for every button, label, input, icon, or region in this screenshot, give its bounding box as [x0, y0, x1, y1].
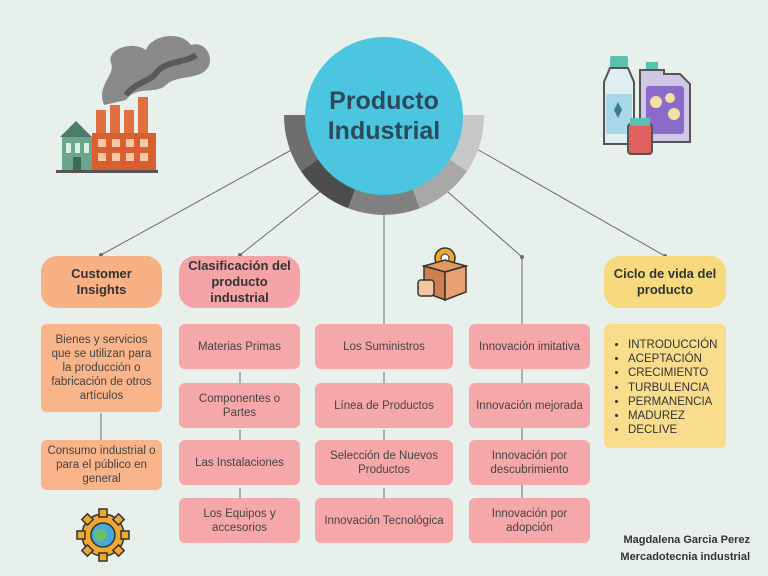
stage-item: PERMANENCIA: [628, 395, 720, 409]
header-clasificacion: Clasificación del producto industrial: [179, 256, 300, 308]
title-line2: Industrial: [327, 117, 441, 145]
stage-item: MADUREZ: [628, 409, 720, 423]
box-clasificacion-4: Los Equipos y accesorios: [179, 498, 300, 543]
gear-globe-icon: [76, 508, 130, 562]
author-name: Magdalena Garcia Perez: [623, 534, 750, 546]
stage-item: ACEPTACIÓN: [628, 352, 720, 366]
chemical-bottles-icon: [603, 56, 691, 155]
box-suministros-3: Selección de Nuevos Productos: [315, 440, 453, 485]
factory-icon: [56, 35, 211, 173]
box-innovacion-2: Innovación mejorada: [469, 383, 590, 428]
stage-item: CRECIMIENTO: [628, 366, 720, 380]
box-clasificacion-1: Materias Primas: [179, 324, 300, 369]
connector-clasificacion: [239, 189, 323, 256]
box-suministros-1: Los Suministros: [315, 324, 453, 369]
author-subject: Mercadotecnia industrial: [620, 551, 750, 563]
connector-ciclo: [474, 147, 666, 257]
box-with-gear-icon: [417, 247, 469, 302]
box-customer-1: Bienes y servicios que se utilizan para …: [41, 324, 162, 412]
box-suministros-4: Innovación Tecnológica: [315, 498, 453, 543]
stage-list: INTRODUCCIÓN ACEPTACIÓN CRECIMIENTO TURB…: [604, 324, 726, 448]
box-clasificacion-3: Las Instalaciones: [179, 440, 300, 485]
title-ring: [283, 114, 485, 215]
box-innovacion-4: Innovación por adopción: [469, 498, 590, 543]
connector-customer: [100, 147, 296, 256]
box-suministros-2: Línea de Productos: [315, 383, 453, 428]
stage-item: TURBULENCIA: [628, 381, 720, 395]
box-innovacion-1: Innovación imitativa: [469, 324, 590, 369]
stage-item: INTRODUCCIÓN: [628, 338, 720, 352]
title-circle: Producto Industrial: [305, 37, 463, 195]
header-customer-insights: Customer Insights: [41, 256, 162, 308]
box-clasificacion-2: Componentes o Partes: [179, 383, 300, 428]
stage-item: DECLIVE: [628, 423, 720, 437]
header-ciclo-de-vida: Ciclo de vida del producto: [604, 256, 726, 308]
box-customer-2: Consumo industrial o para el público en …: [41, 440, 162, 490]
title-line1: Producto: [329, 87, 439, 115]
connector-innovacion: [447, 191, 523, 258]
box-innovacion-3: Innovación por descubrimiento: [469, 440, 590, 485]
